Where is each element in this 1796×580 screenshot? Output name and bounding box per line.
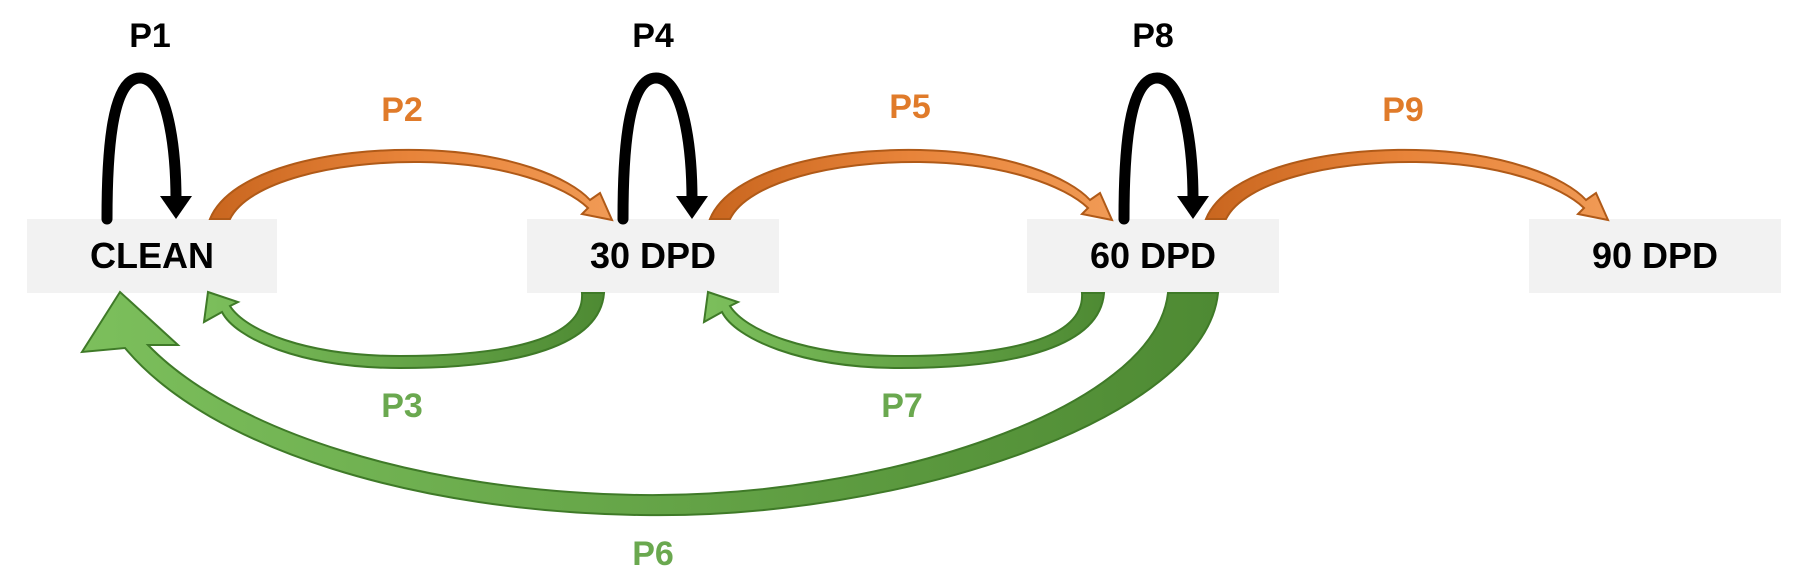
state-box-30dpd	[527, 219, 779, 293]
transition-label-p2: P2	[381, 91, 423, 129]
arrow-p7	[702, 290, 1106, 370]
state-label-90dpd: 90 DPD	[1592, 235, 1718, 276]
transition-label-p3: P3	[381, 387, 423, 425]
state-box-90dpd	[1529, 219, 1781, 293]
transition-label-p7: P7	[881, 387, 923, 425]
state-box-60dpd	[1027, 219, 1279, 293]
transition-label-p5: P5	[889, 88, 931, 126]
arrow-p1-self-loop	[101, 72, 192, 225]
state-label-30dpd: 30 DPD	[590, 235, 716, 276]
transition-label-p4: P4	[632, 17, 674, 55]
arrow-p8-self-loop	[1118, 72, 1209, 225]
transition-label-p8: P8	[1132, 17, 1174, 55]
arrow-p6	[80, 290, 1220, 517]
state-label-clean: CLEAN	[90, 235, 214, 276]
transition-label-p9: P9	[1382, 91, 1424, 129]
state-box-clean	[27, 219, 277, 293]
transition-label-p6: P6	[632, 535, 674, 573]
arrow-p2	[208, 148, 614, 222]
arrow-p3	[202, 290, 606, 370]
arrow-p4-self-loop	[617, 72, 708, 225]
arrow-p5	[708, 148, 1114, 222]
transition-label-p1: P1	[129, 17, 171, 55]
state-label-60dpd: 60 DPD	[1090, 235, 1216, 276]
arrow-p9	[1204, 148, 1610, 222]
